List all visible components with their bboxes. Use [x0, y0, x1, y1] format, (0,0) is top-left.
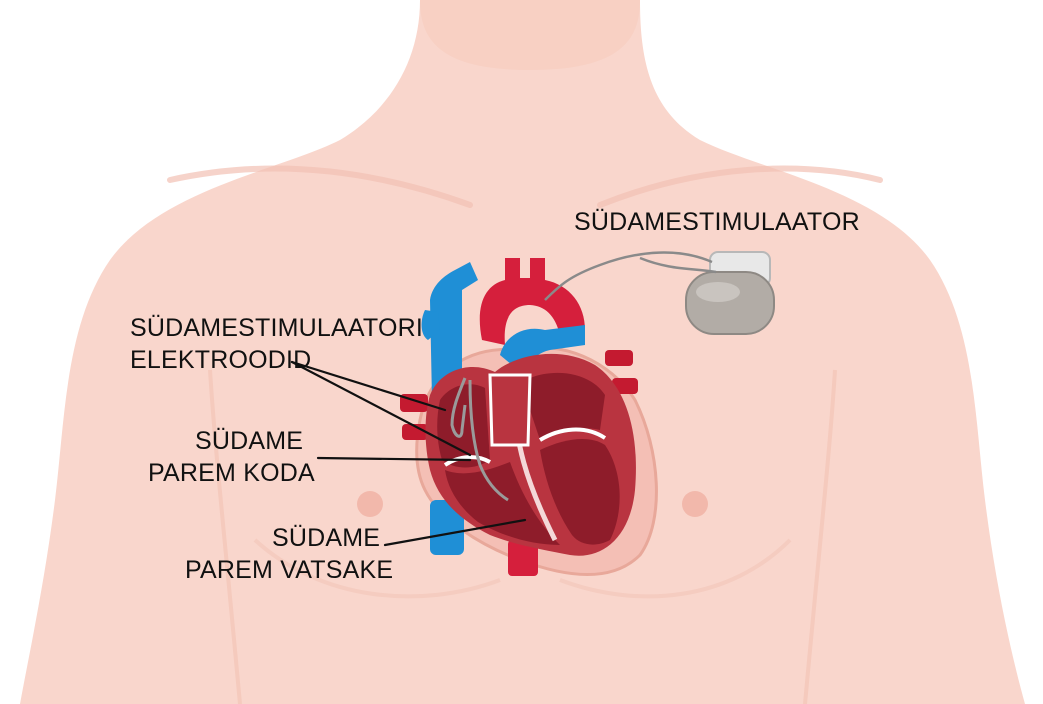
label-right-ventricle-line1: SÜDAME [272, 524, 380, 552]
nipple-left [357, 491, 383, 517]
pacemaker-body [686, 272, 774, 334]
pacemaker-highlight [696, 282, 740, 302]
label-electrodes-line2: ELEKTROODID [130, 346, 311, 374]
nipple-right [682, 491, 708, 517]
label-right-atrium-line1: SÜDAME [195, 427, 303, 455]
label-pacemaker: SÜDAMESTIMULAATOR [574, 208, 860, 236]
aortic-root [490, 375, 530, 445]
label-right-atrium-line2: PAREM KODA [148, 459, 315, 487]
label-electrodes-line1: SÜDAMESTIMULAATORI [130, 314, 423, 342]
label-right-ventricle-line2: PAREM VATSAKE [185, 556, 393, 584]
pulmonary-vein-3 [605, 350, 633, 366]
